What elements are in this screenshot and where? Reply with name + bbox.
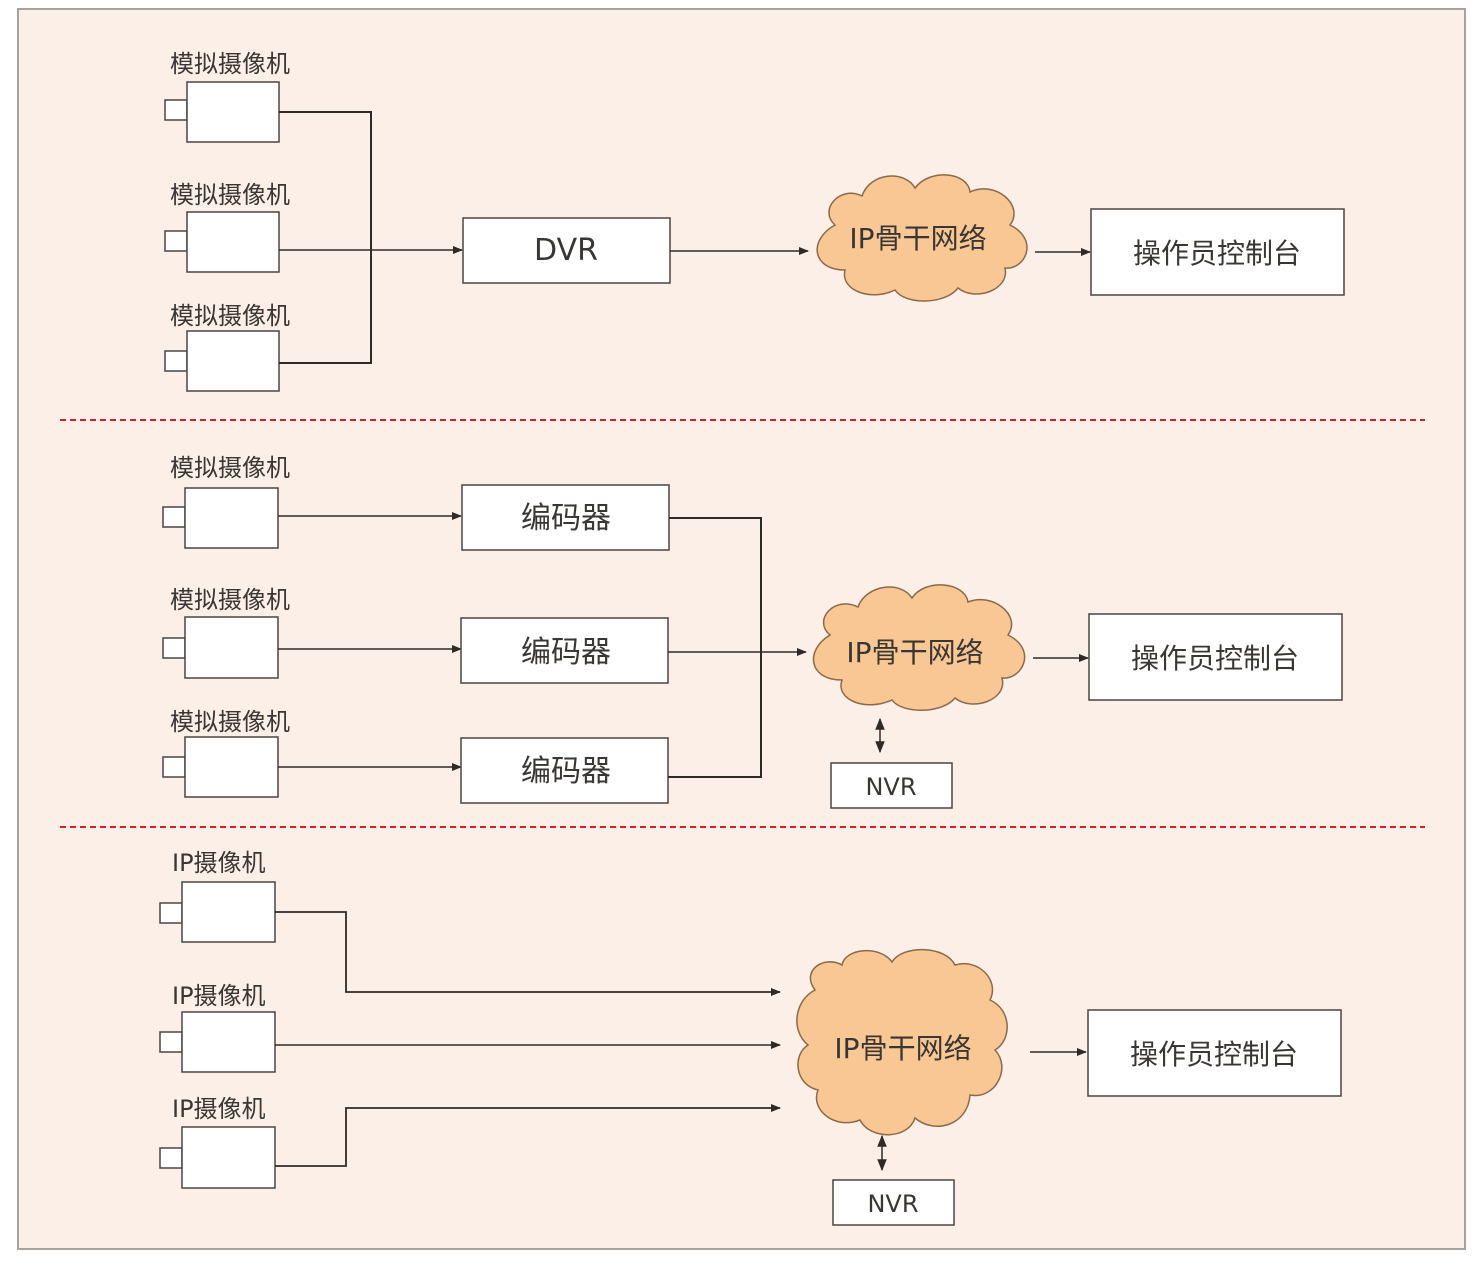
operator-console-box: 操作员控制台 [1090, 208, 1345, 296]
encoder-box-3: 编码器 [460, 737, 669, 804]
nvr-box: NVR [832, 1179, 955, 1226]
analog-camera-2: 模拟摄像机 [164, 181, 290, 273]
ip-camera-2: IP摄像机 [159, 982, 276, 1073]
camera-body-icon [181, 1011, 276, 1073]
camera-body-icon [181, 881, 276, 943]
camera-lens-icon [164, 230, 188, 252]
section-encoder-nvr-architecture: 模拟摄像机 模拟摄像机 模拟摄像机 编码器 编码器 编码器 [162, 454, 1343, 809]
dvr-box: DVR [462, 217, 671, 284]
camera-label: IP摄像机 [172, 849, 266, 877]
camera-lens-icon [159, 1031, 183, 1053]
analog-camera-3: 模拟摄像机 [164, 302, 290, 392]
camera-lens-icon [159, 902, 183, 924]
camera-label: IP摄像机 [172, 982, 266, 1010]
camera-body-icon [184, 736, 279, 798]
encoder-box-2: 编码器 [460, 617, 669, 684]
section-ip-camera-architecture: IP摄像机 IP摄像机 IP摄像机 IP骨干网络 操作员控制台 [159, 849, 1342, 1226]
camera-lens-icon [164, 99, 188, 121]
camera-label: 模拟摄像机 [170, 181, 290, 209]
encoder-box-1: 编码器 [461, 484, 670, 551]
camera-label: 模拟摄像机 [170, 50, 290, 78]
camera-label: 模拟摄像机 [170, 586, 290, 614]
nvr-label: NVR [867, 1190, 918, 1218]
console-label: 操作员控制台 [1131, 642, 1299, 675]
cloud-icon [816, 174, 1028, 302]
cloud-icon [812, 584, 1026, 711]
camera-lens-icon [159, 1147, 183, 1169]
ip-camera-1: IP摄像机 [159, 849, 276, 943]
ip-backbone-cloud: IP骨干网络 [812, 584, 1026, 711]
arrow-camera-1-to-network [275, 911, 781, 996]
camera-lens-icon [162, 756, 186, 778]
ip-camera-3: IP摄像机 [159, 1095, 276, 1189]
camera-body-icon [184, 487, 279, 549]
camera-label: IP摄像机 [172, 1095, 266, 1123]
camera-body-icon [186, 81, 280, 143]
camera-body-icon [186, 330, 280, 392]
arrow-camera-3-to-network [275, 1104, 781, 1167]
camera-body-icon [186, 211, 280, 273]
camera-lens-icon [162, 506, 186, 528]
camera-label: 模拟摄像机 [170, 302, 290, 330]
encoder-bus-line [668, 517, 762, 778]
camera-lens-icon [162, 637, 186, 659]
encoder-label: 编码器 [521, 501, 611, 536]
operator-console-box: 操作员控制台 [1087, 1009, 1342, 1097]
encoder-label: 编码器 [521, 754, 611, 789]
analog-camera-1: 模拟摄像机 [162, 454, 290, 549]
console-label: 操作员控制台 [1130, 1038, 1298, 1071]
ip-backbone-cloud: IP骨干网络 [796, 948, 1008, 1136]
encoder-label: 编码器 [521, 635, 611, 670]
camera-lens-icon [164, 350, 188, 372]
nvr-label: NVR [865, 773, 916, 801]
ip-backbone-cloud: IP骨干网络 [816, 174, 1028, 302]
camera-body-icon [181, 1126, 276, 1189]
network-label: IP骨干网络 [846, 636, 983, 669]
operator-console-box: 操作员控制台 [1088, 613, 1343, 701]
console-label: 操作员控制台 [1133, 237, 1301, 270]
camera-body-icon [184, 616, 279, 679]
section-dvr-architecture: 模拟摄像机 模拟摄像机 模拟摄像机 DVR IP骨干网络 [164, 50, 1345, 392]
analog-camera-2: 模拟摄像机 [162, 586, 290, 679]
camera-label: 模拟摄像机 [170, 454, 290, 482]
cloud-icon [796, 948, 1008, 1136]
analog-camera-1: 模拟摄像机 [164, 50, 290, 143]
nvr-box: NVR [830, 762, 953, 809]
network-label: IP骨干网络 [849, 222, 986, 255]
dvr-label: DVR [534, 233, 598, 268]
analog-camera-3: 模拟摄像机 [162, 708, 290, 798]
network-label: IP骨干网络 [834, 1032, 971, 1065]
camera-label: 模拟摄像机 [170, 708, 290, 736]
camera-bus-line [279, 111, 372, 364]
